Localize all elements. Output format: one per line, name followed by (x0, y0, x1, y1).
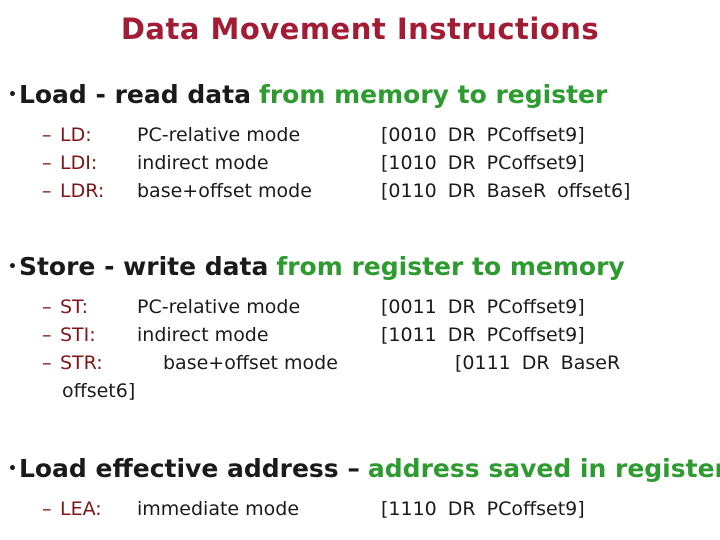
instruction-row-lea: – LEA: immediate mode [1110 DR PCoffset9… (0, 496, 720, 524)
mnemonic-label: LDI: (60, 152, 98, 174)
section-lea-heading: •Load effective address –address saved i… (0, 454, 720, 484)
mnemonic-label: LEA: (60, 498, 102, 520)
encoding-label: [0011 DR PCoffset9] (381, 296, 585, 318)
encoding-wrap-label: offset6] (62, 380, 136, 402)
mnemonic-label: LD: (60, 124, 92, 146)
mnemonic-label: ST: (60, 296, 88, 318)
heading-highlight-text: address saved in register (367, 454, 720, 483)
section-lea: •Load effective address –address saved i… (0, 454, 720, 524)
bullet-icon: • (8, 461, 17, 477)
instruction-row-ldr: – LDR: base+offset mode [0110 DR BaseR o… (0, 178, 720, 206)
instruction-rows: – LEA: immediate mode [1110 DR PCoffset9… (0, 496, 720, 524)
instruction-rows: – ST: PC-relative mode [0011 DR PCoffset… (0, 294, 720, 406)
mnemonic-label: STR: (60, 352, 103, 374)
instruction-row-ld: – LD: PC-relative mode [0010 DR PCoffset… (0, 122, 720, 150)
heading-black-text: Store - write data (18, 252, 269, 281)
page-title: Data Movement Instructions (120, 12, 600, 46)
bullet-icon: • (8, 87, 17, 103)
instruction-row-str: – STR: base+offset mode [0111 DR BaseR (0, 350, 720, 378)
mode-label: PC-relative mode (137, 124, 301, 146)
instruction-row-sti: – STI: indirect mode [1011 DR PCoffset9] (0, 322, 720, 350)
mode-label: indirect mode (137, 152, 269, 174)
mode-label: base+offset mode (163, 352, 338, 374)
encoding-label: [1010 DR PCoffset9] (381, 152, 585, 174)
dash-icon: – (42, 180, 52, 202)
dash-icon: – (42, 124, 52, 146)
mnemonic-label: LDR: (60, 180, 105, 202)
encoding-label: [0010 DR PCoffset9] (381, 124, 585, 146)
heading-highlight-text: from memory to register (258, 80, 608, 109)
encoding-label: [1011 DR PCoffset9] (381, 324, 585, 346)
instruction-rows: – LD: PC-relative mode [0010 DR PCoffset… (0, 122, 720, 206)
mnemonic-label: STI: (60, 324, 96, 346)
instruction-row-str-wrap: offset6] (0, 378, 720, 406)
mode-label: immediate mode (137, 498, 300, 520)
encoding-label: [1110 DR PCoffset9] (381, 498, 585, 520)
dash-icon: – (42, 296, 52, 318)
dash-icon: – (42, 152, 52, 174)
heading-black-text: Load effective address – (18, 454, 360, 483)
heading-black-text: Load - read data (18, 80, 251, 109)
mode-label: PC-relative mode (137, 296, 301, 318)
instruction-row-st: – ST: PC-relative mode [0011 DR PCoffset… (0, 294, 720, 322)
instruction-row-ldi: – LDI: indirect mode [1010 DR PCoffset9] (0, 150, 720, 178)
dash-icon: – (42, 324, 52, 346)
bullet-icon: • (8, 259, 17, 275)
encoding-label: [0111 DR BaseR (455, 352, 621, 374)
dash-icon: – (42, 352, 52, 374)
mode-label: base+offset mode (137, 180, 312, 202)
encoding-label: [0110 DR BaseR offset6] (381, 180, 631, 202)
heading-highlight-text: from register to memory (276, 252, 625, 281)
dash-icon: – (42, 498, 52, 520)
mode-label: indirect mode (137, 324, 269, 346)
